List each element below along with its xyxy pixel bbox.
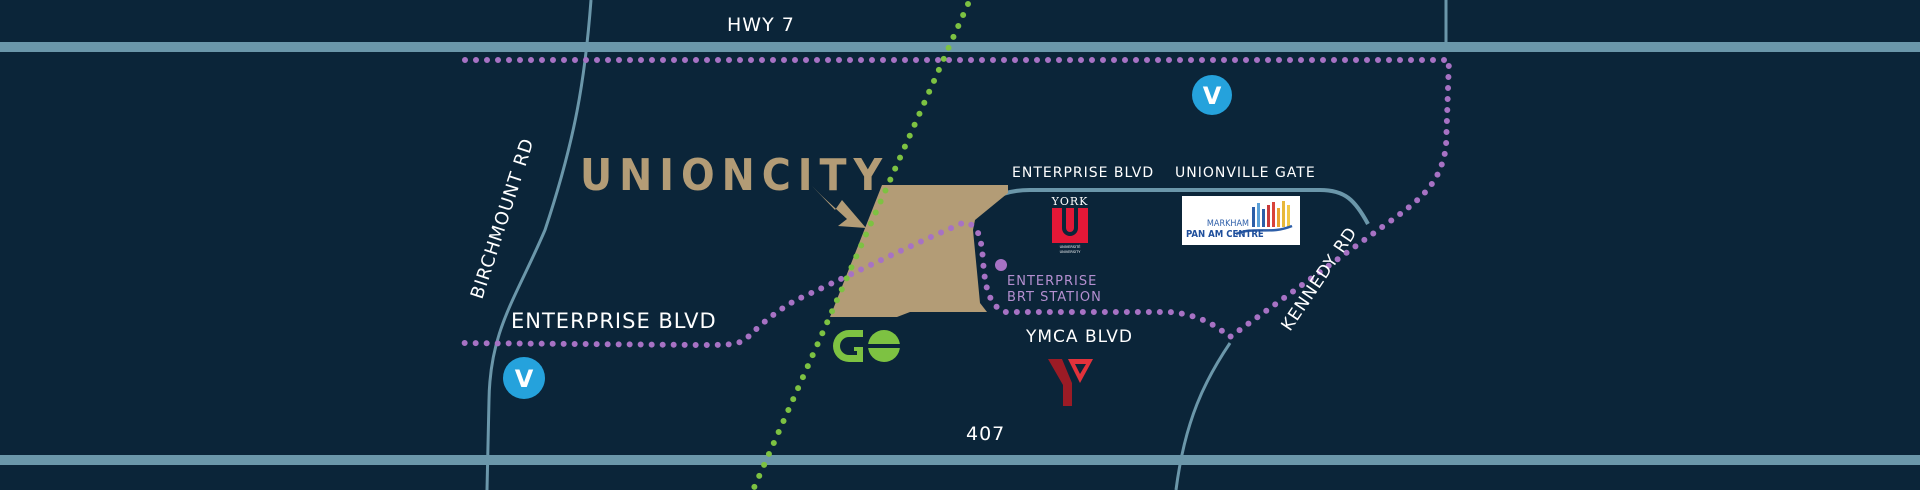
transit-lines [456,1,1453,490]
birchmount-road [485,0,593,490]
york-logo-sub2: UNIVERSITY [1060,250,1082,254]
hwy407-label: 407 [966,423,1005,445]
york-university-logo: YORK UNIVERSITÉ UNIVERSITY [1051,195,1089,254]
unioncity-site-parcel [830,185,1008,317]
site-pointer-arrow [812,186,866,228]
york-logo-text: YORK [1051,195,1089,208]
viva-icon: V [1192,75,1232,115]
viva-glyph: V [515,365,534,393]
go-transit-icon [833,330,900,362]
viva-icon: V [503,357,545,399]
ymca-blvd-label: YMCA BLVD [1025,327,1133,347]
panam-logo-line2: PAN AM CENTRE [1186,229,1264,240]
viva-glyph: V [1203,82,1222,110]
ymca-icon [1048,359,1093,406]
brt-station-marker [995,259,1007,271]
unionville-gate-label: UNIONVILLE GATE [1175,165,1316,181]
hwy407-road [0,455,1920,465]
brt-station-label-line2: BRT STATION [1007,290,1102,305]
enterprise-blvd-west-label: ENTERPRISE BLVD [511,309,717,333]
enterprise-blvd-east-label: ENTERPRISE BLVD [1012,165,1154,181]
brt-route-dotted [456,57,1453,349]
brt-station-label-line1: ENTERPRISE [1007,274,1097,289]
markham-pan-am-centre-logo: MARKHAM PAN AM CENTRE [1182,196,1300,245]
pan-am-bars-graphic [1235,201,1293,236]
hwy7-road [0,42,1920,52]
york-logo-sub1: UNIVERSITÉ [1060,244,1081,249]
unioncity-brand-label: UNIONCITY [580,150,889,201]
go-rail-dotted [750,1,971,490]
kennedy-road [1174,342,1232,490]
hwy7-label: HWY 7 [727,14,795,36]
panam-logo-line1: MARKHAM [1207,219,1249,229]
